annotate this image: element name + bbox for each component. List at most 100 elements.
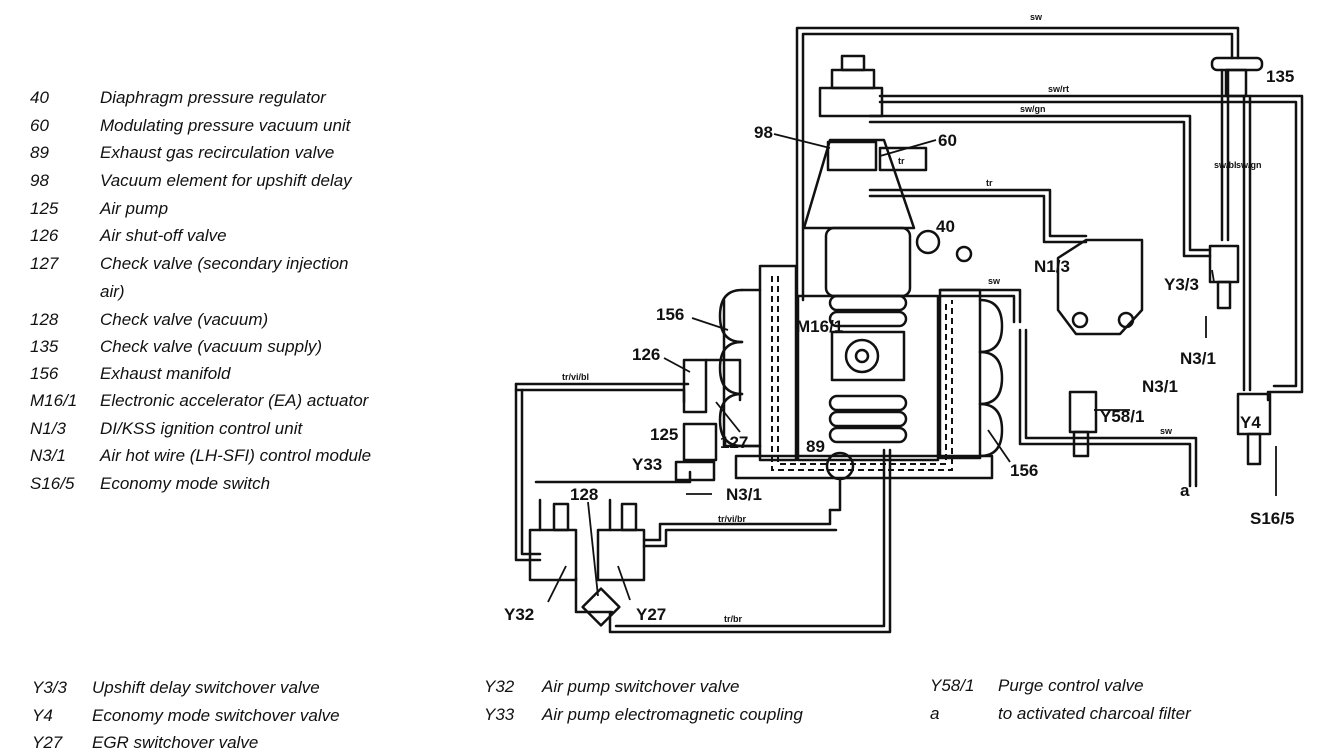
hose bbox=[534, 470, 692, 484]
hose-color-code: tr bbox=[986, 178, 993, 188]
hose bbox=[520, 388, 542, 556]
label-156-left: 156 bbox=[656, 305, 684, 324]
legend-code: Y27 bbox=[32, 733, 63, 752]
pressure-unit-60 bbox=[878, 146, 928, 172]
hose bbox=[1018, 328, 1192, 488]
label-40: 40 bbox=[936, 217, 955, 236]
leader-line bbox=[547, 565, 567, 603]
label-128: 128 bbox=[570, 485, 598, 504]
legend-item: 126 Air shut-off valve bbox=[30, 226, 450, 246]
legend-desc: Purge control valve bbox=[998, 676, 1144, 695]
label-m16-1: M16/1 bbox=[796, 317, 843, 336]
legend-desc: Air hot wire (LH-SFI) control module bbox=[100, 446, 372, 465]
hose-color-code: sw/gn bbox=[1236, 160, 1262, 170]
intake-duct-rib bbox=[828, 310, 908, 328]
legend-desc: Upshift delay switchover valve bbox=[92, 678, 320, 697]
legend-code: 127 bbox=[30, 254, 59, 273]
legend-item: S16/5 Economy mode switch bbox=[30, 474, 450, 494]
leader-line bbox=[691, 317, 729, 331]
label-y4: Y4 bbox=[1240, 413, 1261, 432]
hose bbox=[642, 508, 832, 542]
hose bbox=[614, 448, 886, 628]
label-y58-1: Y58/1 bbox=[1100, 407, 1144, 426]
legend-desc: Exhaust manifold bbox=[100, 364, 231, 383]
hose bbox=[868, 114, 1212, 252]
legend-desc: Check valve (vacuum supply) bbox=[100, 337, 323, 356]
legend-item: Y32 Air pump switchover valve bbox=[484, 677, 904, 697]
ignition-unit-hole bbox=[1071, 311, 1089, 329]
legend-item: a to activated charcoal filter bbox=[930, 704, 1310, 724]
label-n3-1-right: N3/1 bbox=[1180, 349, 1216, 368]
check-valve-128 bbox=[581, 587, 621, 627]
label-156-right: 156 bbox=[1010, 461, 1038, 480]
legend-code: 156 bbox=[30, 364, 59, 383]
exhaust-runner bbox=[978, 402, 1004, 458]
hose-color-code: sw bbox=[988, 276, 1001, 286]
leader-line bbox=[879, 139, 937, 157]
legend-desc: Air pump bbox=[100, 199, 169, 218]
check-valve-135-body bbox=[1224, 68, 1248, 98]
legend-item: 89 Exhaust gas recirculation valve bbox=[30, 143, 450, 163]
leader-line bbox=[1211, 269, 1215, 283]
label-98: 98 bbox=[754, 123, 773, 142]
exhaust-outline bbox=[722, 298, 762, 448]
pressure-regulator-40-knob bbox=[955, 245, 973, 263]
label-135: 135 bbox=[1266, 67, 1294, 86]
label-n3-1-pump: N3/1 bbox=[726, 485, 762, 504]
legend-code: 60 bbox=[30, 116, 49, 135]
legend-code: 89 bbox=[30, 143, 49, 162]
hose bbox=[1024, 328, 1198, 488]
intake-duct-rib bbox=[828, 294, 908, 312]
hose bbox=[514, 388, 686, 404]
legend-code: Y33 bbox=[484, 705, 515, 724]
exhaust-manifold-right bbox=[938, 288, 982, 460]
legend-desc: Economy mode switchover valve bbox=[92, 706, 340, 725]
intake-duct-rib bbox=[828, 410, 908, 428]
hose bbox=[608, 448, 892, 634]
leader-line bbox=[773, 133, 831, 149]
label-y3-3: Y3/3 bbox=[1164, 275, 1199, 294]
hose bbox=[801, 32, 1234, 302]
legend-code: Y4 bbox=[32, 706, 53, 725]
purge-control-valve bbox=[1068, 390, 1098, 434]
legend-item: Y3/3 Upshift delay switchover valve bbox=[32, 678, 432, 698]
hose-color-code: sw/bl bbox=[1214, 160, 1237, 170]
leader-line bbox=[587, 501, 599, 597]
regulator-body bbox=[818, 86, 884, 118]
label-y27: Y27 bbox=[636, 605, 666, 624]
ea-actuator bbox=[830, 330, 906, 382]
hose-color-code: sw/gn bbox=[1020, 104, 1046, 114]
legend-item: N1/3 DI/KSS ignition control unit bbox=[30, 419, 450, 439]
label-n3-1-purge: N3/1 bbox=[1142, 377, 1178, 396]
hose bbox=[868, 188, 1088, 238]
hose-color-code: tr/vi/br bbox=[718, 514, 747, 524]
legend-code: Y3/3 bbox=[32, 678, 67, 697]
hose-color-code: sw bbox=[1030, 12, 1043, 22]
leader-line bbox=[987, 429, 1011, 463]
vacuum-element-98 bbox=[826, 140, 878, 172]
legend-item: Y4 Economy mode switchover valve bbox=[32, 706, 432, 726]
exhaust-runner bbox=[718, 340, 744, 396]
exhaust-runner bbox=[978, 350, 1004, 406]
air-pump-coupling-y33 bbox=[674, 460, 716, 482]
ea-actuator-gear bbox=[844, 338, 880, 374]
leader-line bbox=[663, 357, 691, 373]
hose bbox=[704, 358, 742, 402]
label-s16-5: S16/5 bbox=[1250, 509, 1294, 528]
legend-desc: Check valve (secondary injection bbox=[100, 254, 349, 273]
label-89: 89 bbox=[806, 437, 825, 456]
legend-item: M16/1 Electronic accelerator (EA) actuat… bbox=[30, 391, 450, 411]
legend-desc: air) bbox=[100, 282, 125, 301]
hose-color-code: tr/vi/bl bbox=[562, 372, 589, 382]
legend-desc: Economy mode switch bbox=[100, 474, 271, 493]
label-a: a bbox=[1180, 481, 1190, 500]
legend-code: N1/3 bbox=[30, 419, 66, 438]
air-shutoff-valve-126 bbox=[682, 358, 708, 414]
legend-item: 98 Vacuum element for upshift delay bbox=[30, 171, 450, 191]
intake-duct-rib bbox=[828, 426, 908, 444]
label-127: 127 bbox=[720, 433, 748, 452]
legend-item: 127 Check valve (secondary injection bbox=[30, 254, 450, 274]
legend-item: Y33 Air pump electromagnetic coupling bbox=[484, 705, 904, 725]
legend-desc: Air pump electromagnetic coupling bbox=[542, 705, 803, 724]
